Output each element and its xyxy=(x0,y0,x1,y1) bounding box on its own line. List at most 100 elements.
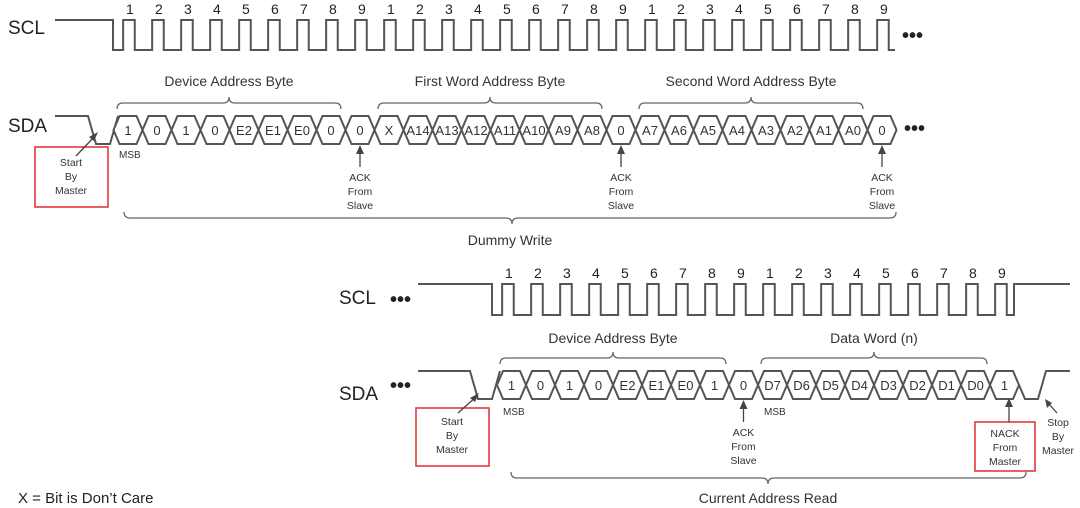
top-ack-note: Slave xyxy=(608,200,634,212)
top-sda-ellipsis: ••• xyxy=(904,118,925,140)
nack-highlight-box xyxy=(974,421,1036,472)
nack-note-1: NACK xyxy=(990,428,1019,440)
bottom-clock-number: 9 xyxy=(737,265,745,281)
bottom-clock-number: 6 xyxy=(650,265,658,281)
bottom-bit-label: 1 xyxy=(711,378,718,393)
top-ack-bit-label: 0 xyxy=(617,123,624,138)
bottom-ack-note: Slave xyxy=(730,455,756,467)
top-clock-number: 4 xyxy=(213,1,221,17)
top-scl-line xyxy=(55,19,895,51)
stop-arrowhead xyxy=(1045,399,1052,408)
bottom-msb-label-2: MSB xyxy=(764,407,786,418)
bottom-bit-label: 0 xyxy=(595,378,602,393)
top-start-arrow xyxy=(75,135,96,157)
top-ack-note: ACK xyxy=(871,172,893,184)
bottom-ack-note: ACK xyxy=(733,427,755,439)
bottom-data-bit-label: D2 xyxy=(909,378,926,393)
top-scl-ellipsis: ••• xyxy=(902,25,923,47)
bottom-group-label: Data Word (n) xyxy=(830,330,918,346)
bottom-clock-number: 1 xyxy=(766,265,774,281)
bottom-data-bit-label: D4 xyxy=(851,378,868,393)
bottom-start-note-2: By xyxy=(446,430,459,442)
bottom-sda-ellipsis: ••• xyxy=(390,375,411,397)
top-bit-label: 1 xyxy=(124,123,131,138)
top-bit-label: E0 xyxy=(294,123,310,138)
bottom-clock-number: 4 xyxy=(592,265,600,281)
bottom-start-note-1: Start xyxy=(441,416,463,428)
top-clock-number: 5 xyxy=(242,1,250,17)
bottom-data-bit-label: D1 xyxy=(938,378,955,393)
stop-note-3: Master xyxy=(1042,445,1075,457)
top-ack-note: ACK xyxy=(610,172,632,184)
dummy-write-label: Dummy Write xyxy=(468,232,553,248)
top-bit-label: A8 xyxy=(584,123,600,138)
top-bit-label: A13 xyxy=(435,123,458,138)
bottom-data-bit-label: D0 xyxy=(967,378,984,393)
bottom-group-label: Device Address Byte xyxy=(548,330,677,346)
bottom-data-bit-label: D7 xyxy=(764,378,781,393)
top-sda-label: SDA xyxy=(8,116,47,137)
bottom-clock-number: 7 xyxy=(940,265,948,281)
bottom-clock-number: 5 xyxy=(621,265,629,281)
top-clock-number: 3 xyxy=(184,1,192,17)
top-group-label: Second Word Address Byte xyxy=(666,73,837,89)
bottom-bit-label: E2 xyxy=(620,378,636,393)
bottom-clock-number: 2 xyxy=(795,265,803,281)
bottom-clock-number: 5 xyxy=(882,265,890,281)
bottom-data-bit-label: D5 xyxy=(822,378,839,393)
top-ack-note: From xyxy=(870,186,895,198)
top-clock-number: 6 xyxy=(532,1,540,17)
bottom-start-arrowhead xyxy=(470,393,479,402)
bottom-clock-number: 3 xyxy=(563,265,571,281)
top-clock-number: 6 xyxy=(271,1,279,17)
bottom-scl-label: SCL xyxy=(339,288,376,309)
top-bit-label: A12 xyxy=(464,123,487,138)
top-clock-number: 2 xyxy=(155,1,163,17)
bottom-sda-start-line xyxy=(418,370,501,400)
top-bit-label: A5 xyxy=(700,123,716,138)
top-ack-note: Slave xyxy=(347,200,373,212)
top-group-brace xyxy=(638,96,864,110)
bottom-scl-line xyxy=(418,283,1070,316)
top-scl-waveform xyxy=(55,19,895,51)
top-start-note-3: Master xyxy=(55,185,88,197)
top-bit-label: A6 xyxy=(671,123,687,138)
top-bit-label: X xyxy=(385,123,394,138)
top-bit-label: 0 xyxy=(211,123,218,138)
top-bit-label: E2 xyxy=(236,123,252,138)
top-scl-label: SCL xyxy=(8,18,45,39)
top-ack-note: Slave xyxy=(869,200,895,212)
bottom-bit-label: 1 xyxy=(566,378,573,393)
nack-note-3: Master xyxy=(989,456,1022,468)
top-clock-number: 5 xyxy=(764,1,772,17)
bottom-ack-arrowhead xyxy=(739,400,748,409)
top-clock-number: 6 xyxy=(793,1,801,17)
top-bit-label: A0 xyxy=(845,123,861,138)
bottom-clock-number: 7 xyxy=(679,265,687,281)
top-sda-start-line xyxy=(55,115,119,145)
top-start-arrowhead xyxy=(89,132,98,141)
top-clock-number: 9 xyxy=(358,1,366,17)
top-bit-label: E1 xyxy=(265,123,281,138)
top-bit-label: A3 xyxy=(758,123,774,138)
top-clock-number: 4 xyxy=(474,1,482,17)
top-clock-number: 2 xyxy=(416,1,424,17)
nack-arrowhead xyxy=(1005,398,1013,407)
current-address-read-brace xyxy=(510,471,1027,485)
top-clock-number: 1 xyxy=(387,1,395,17)
top-clock-number: 9 xyxy=(619,1,627,17)
top-clock-number: 1 xyxy=(648,1,656,17)
top-ack-bit-label: 0 xyxy=(878,123,885,138)
top-ack-note: ACK xyxy=(349,172,371,184)
bottom-msb-label-1: MSB xyxy=(503,407,525,418)
top-bit-label: A9 xyxy=(555,123,571,138)
top-clock-number: 8 xyxy=(329,1,337,17)
bottom-sda-stop-line xyxy=(1018,370,1070,400)
top-ack-arrowhead xyxy=(878,145,886,154)
bottom-bit-label: E0 xyxy=(678,378,694,393)
top-clock-number: 2 xyxy=(677,1,685,17)
top-annotations: ACKFromSlaveACKFromSlaveACKFromSlaveDevi… xyxy=(116,73,895,212)
bottom-nack-bit-label: 1 xyxy=(1001,378,1008,393)
top-bit-label: A1 xyxy=(816,123,832,138)
